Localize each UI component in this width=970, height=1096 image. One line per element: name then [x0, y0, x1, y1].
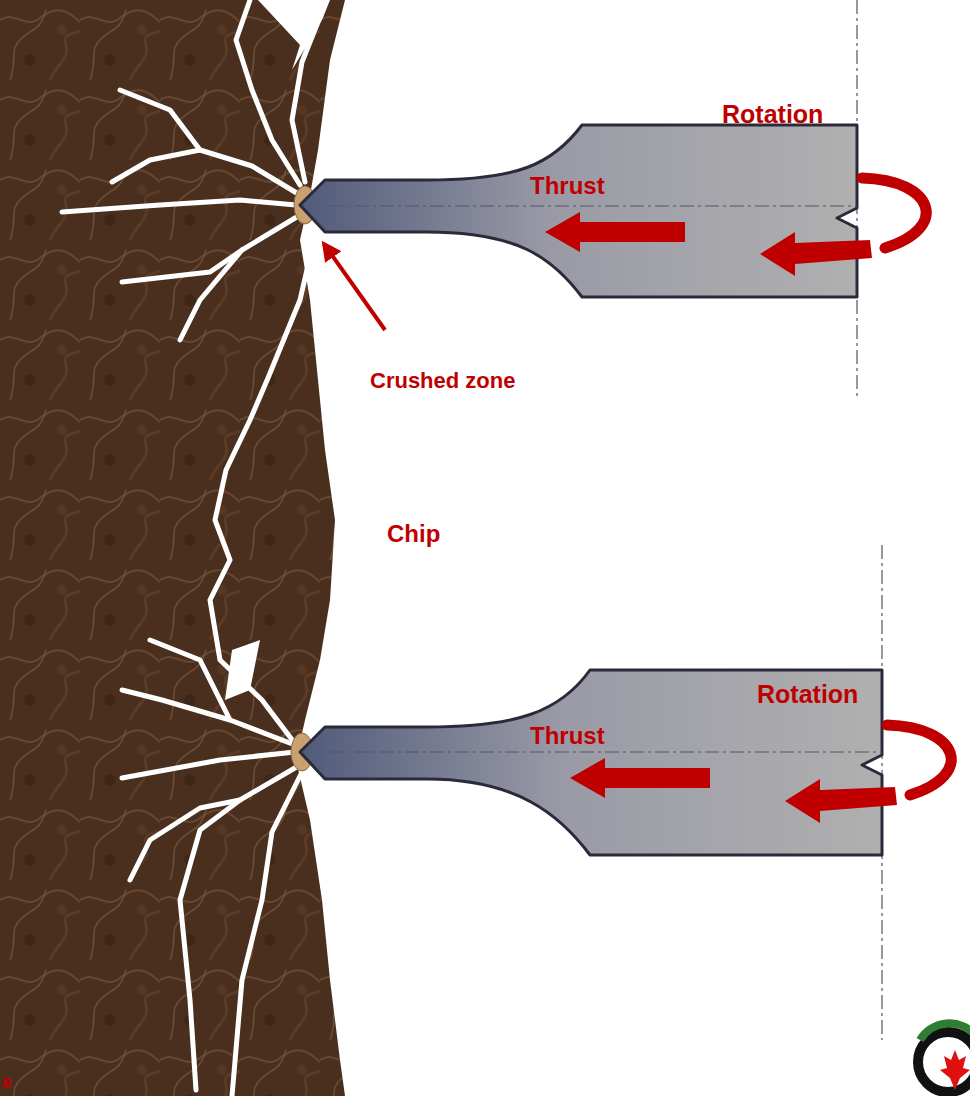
- crack-wedge: [225, 640, 260, 700]
- centre-lines: [857, 0, 882, 1040]
- rotation-label: Rotation: [757, 680, 858, 709]
- axis-lines: [330, 206, 882, 752]
- thrust-label: Thrust: [530, 722, 605, 750]
- thrust-label: Thrust: [530, 172, 605, 200]
- zone-label: Crushed zone: [370, 368, 515, 393]
- rock-cracks: [62, 0, 318, 1096]
- thrust-arrows: [545, 212, 710, 798]
- chip-label: Chip: [387, 520, 440, 548]
- drill-bit: [300, 125, 857, 297]
- rock-face: [0, 0, 345, 1096]
- fragment-label: e: [2, 1072, 12, 1093]
- leader-line: [324, 244, 385, 330]
- rotation-label: Rotation: [722, 100, 823, 129]
- drill-bit: [300, 670, 882, 855]
- logo: [918, 1023, 970, 1092]
- rotation-arrows: [760, 178, 951, 823]
